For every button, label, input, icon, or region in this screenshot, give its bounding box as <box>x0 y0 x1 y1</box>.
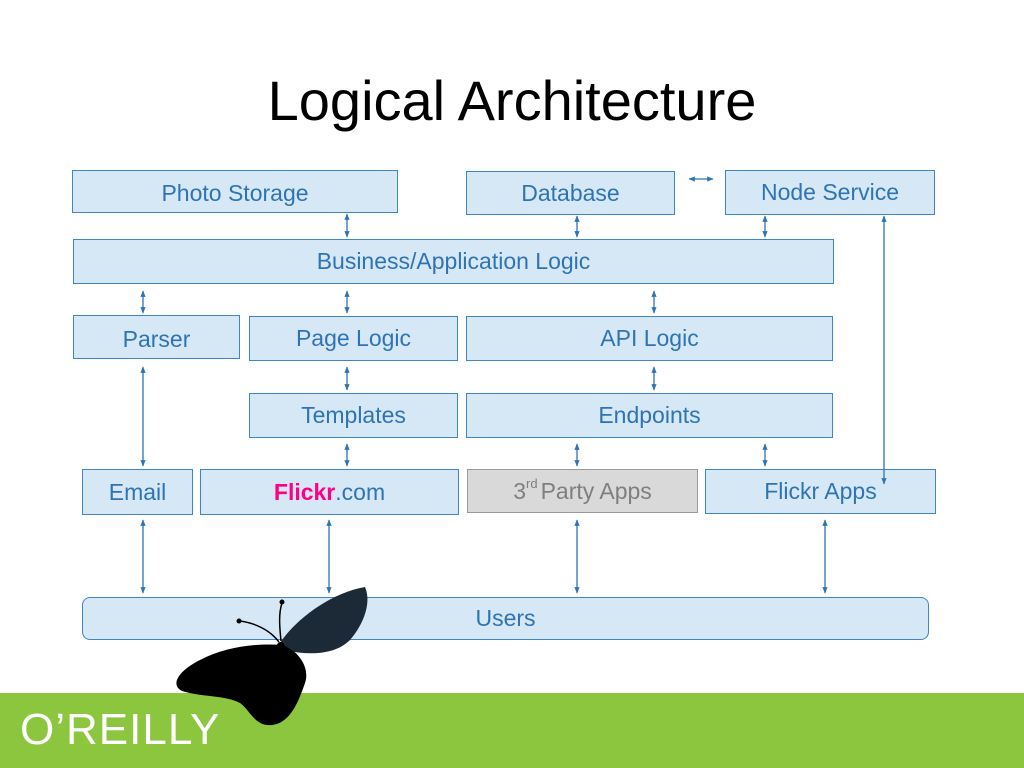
endpoints-box: Endpoints <box>466 393 833 438</box>
third-party-sup: rd <box>526 475 538 491</box>
third-party-rest: Party Apps <box>540 477 652 504</box>
templates-box: Templates <box>249 393 458 438</box>
oreilly-logo: O’REILLY <box>20 705 221 754</box>
business-logic-label: Business/Application Logic <box>316 248 591 274</box>
users-label: Users <box>475 605 536 631</box>
flickr-apps-label: Flickr Apps <box>764 478 877 504</box>
flickr-apps-box: Flickr Apps <box>705 469 936 514</box>
api-logic-label: API Logic <box>600 325 699 351</box>
templates-label: Templates <box>301 402 406 428</box>
database-box: Database <box>466 171 675 215</box>
email-box: Email <box>82 469 193 515</box>
database-label: Database <box>521 179 620 206</box>
photo-storage-box: Photo Storage <box>72 170 398 213</box>
butterfly-icon <box>176 587 368 726</box>
flickr-com-box: Flickr.com <box>200 469 459 515</box>
page-logic-box: Page Logic <box>249 316 458 361</box>
footer-bar <box>0 693 1024 768</box>
api-logic-box: API Logic <box>466 316 833 361</box>
third-party-num: 3 <box>513 477 526 504</box>
users-box: Users <box>82 597 929 640</box>
email-label: Email <box>108 478 167 505</box>
node-service-box: Node Service <box>725 170 935 215</box>
parser-label: Parser <box>122 326 191 352</box>
slide-title: Logical Architecture <box>267 69 757 132</box>
flickr-brand-text: Flickr <box>273 478 336 505</box>
parser-box: Parser <box>73 315 240 359</box>
photo-storage-label: Photo Storage <box>161 180 309 206</box>
flickr-com-label: Flickr.com <box>274 479 385 506</box>
page-logic-label: Page Logic <box>295 325 412 351</box>
endpoints-label: Endpoints <box>598 402 701 428</box>
flickr-com-suffix: .com <box>335 478 386 505</box>
node-service-label: Node Service <box>760 179 900 205</box>
business-logic-box: Business/Application Logic <box>73 239 834 284</box>
